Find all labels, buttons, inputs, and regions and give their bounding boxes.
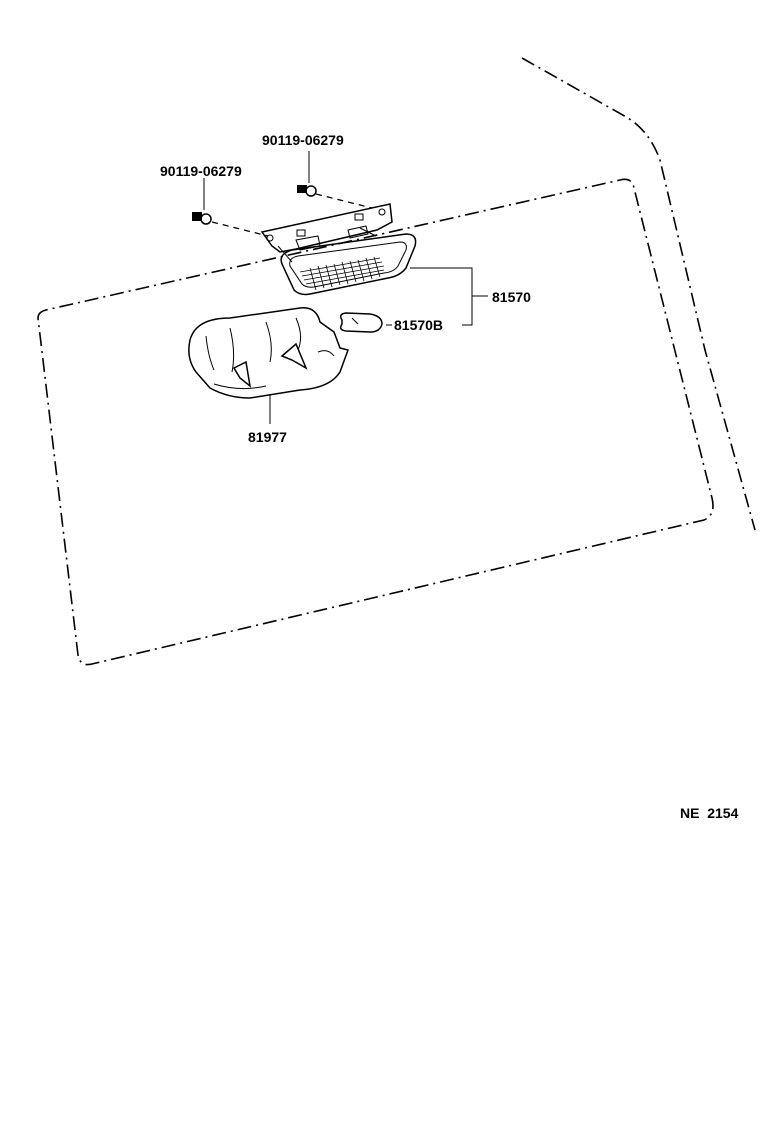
- part-label-lamp-assy: 81570: [492, 289, 531, 305]
- leader-lines: [269, 267, 488, 424]
- vehicle-body-outline: [521, 57, 756, 531]
- high-mount-stop-lamp: [280, 233, 417, 296]
- bolt-upper: [297, 151, 317, 197]
- part-label-bulb: 81570B: [394, 317, 443, 333]
- bolt-left: [192, 178, 212, 225]
- rear-window-outline: [37, 178, 714, 666]
- part-label-bolt-left: 90119-06279: [160, 163, 242, 179]
- lamp-cover: [188, 307, 349, 399]
- bulb: [339, 312, 383, 333]
- part-label-cover: 81977: [248, 429, 287, 445]
- lamp-bracket: [260, 203, 393, 263]
- part-label-bolt-upper: 90119-06279: [262, 132, 344, 148]
- diagram-reference-code: NE 2154: [680, 805, 739, 821]
- lamp-lens-grid: [299, 256, 385, 291]
